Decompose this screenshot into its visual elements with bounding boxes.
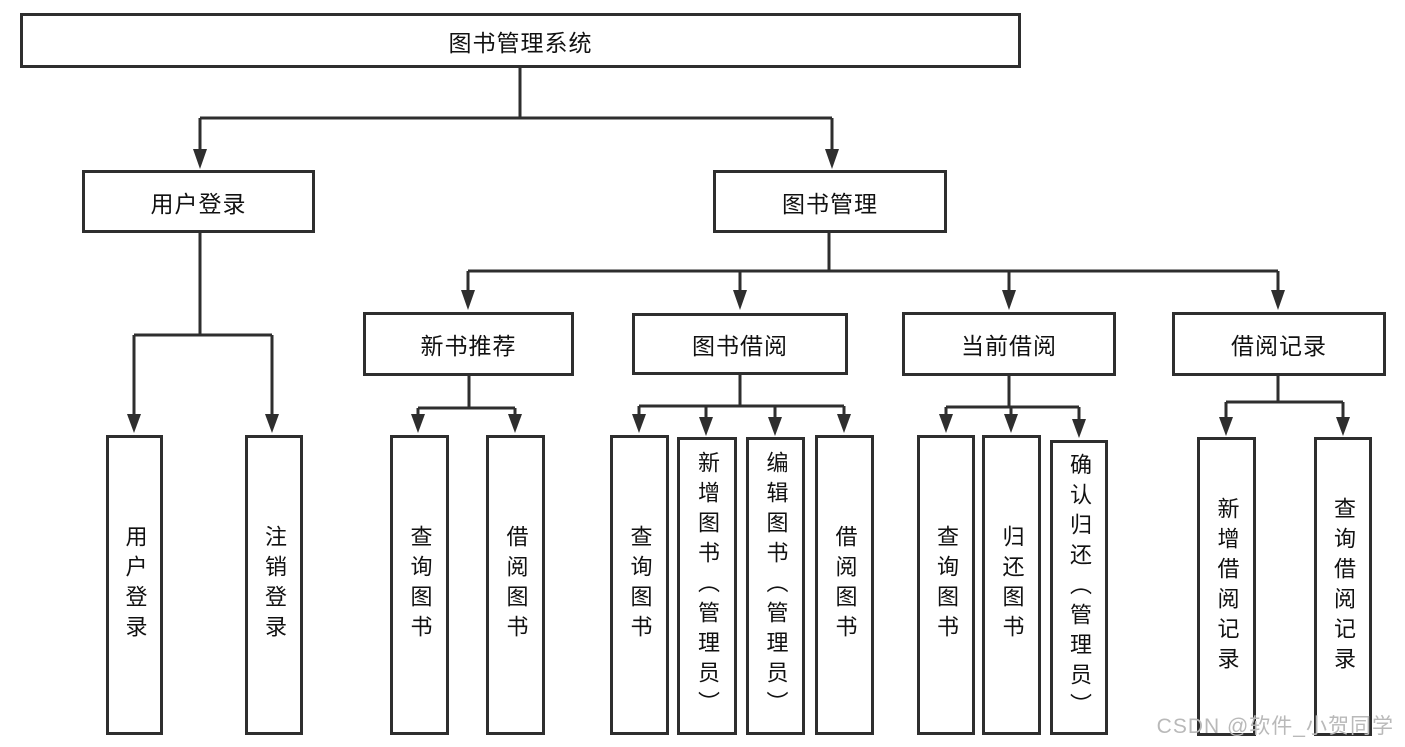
arrowhead-icon: [508, 414, 522, 433]
leaf-add-borrow-record: 新增借阅记录: [1197, 437, 1256, 736]
arrowhead-icon: [1271, 290, 1285, 310]
arrowhead-icon: [1002, 290, 1016, 310]
leaf-label: 查询借阅记录: [1331, 496, 1356, 677]
arrowhead-icon: [265, 414, 279, 433]
arrowhead-icon: [411, 414, 425, 433]
node-user-login: 用户登录: [82, 170, 315, 233]
leaf-label: 借阅图书: [503, 525, 529, 645]
leaf-label: 注销登录: [262, 525, 287, 645]
leaf-label: 新增图书（管理员）: [695, 451, 720, 721]
leaf-query-borrow-record: 查询借阅记录: [1314, 437, 1372, 736]
arrowhead-icon: [632, 414, 646, 433]
arrowhead-icon: [699, 417, 713, 436]
leaf-query-books-recommend: 查询图书: [390, 435, 449, 735]
arrowhead-icon: [939, 414, 953, 433]
arrowhead-icon: [1219, 417, 1233, 436]
leaf-borrow-books-recommend: 借阅图书: [486, 435, 545, 735]
arrowhead-icon: [768, 417, 782, 436]
arrowhead-icon: [127, 414, 141, 433]
arrowhead-icon: [1072, 419, 1086, 438]
leaf-label: 归还图书: [999, 525, 1025, 645]
leaf-edit-book-admin: 编辑图书（管理员）: [746, 437, 805, 735]
leaf-add-book-admin: 新增图书（管理员）: [677, 437, 737, 735]
leaf-borrow-books: 借阅图书: [815, 435, 874, 735]
connector-book-management-children: [461, 231, 1285, 310]
connector-root-to-level1: [193, 66, 839, 169]
arrowhead-icon: [461, 290, 475, 310]
leaf-label: 查询图书: [934, 525, 959, 645]
leaf-label: 确认归还（管理员）: [1067, 452, 1092, 723]
leaf-label: 用户登录: [122, 525, 148, 645]
connector-new-book-children: [411, 374, 522, 433]
csdn-watermark: CSDN @软件_小贺同学: [1156, 715, 1394, 738]
leaf-logout: 注销登录: [245, 435, 303, 735]
leaf-label: 借阅图书: [832, 525, 858, 645]
leaf-user-login: 用户登录: [106, 435, 163, 735]
connector-current-borrow-children: [939, 373, 1086, 438]
leaf-query-books-current: 查询图书: [917, 435, 975, 735]
node-book-management: 图书管理: [713, 170, 947, 233]
arrowhead-icon: [1004, 414, 1018, 433]
leaf-query-books-borrow: 查询图书: [610, 435, 669, 735]
arrowhead-icon: [193, 149, 207, 169]
node-current-borrowing: 当前借阅: [902, 312, 1116, 376]
leaf-label: 查询图书: [627, 525, 653, 645]
arrowhead-icon: [825, 149, 839, 169]
connector-book-borrow-children: [632, 373, 851, 436]
node-new-book-recommend: 新书推荐: [363, 312, 574, 376]
arrowhead-icon: [837, 414, 851, 433]
arrowhead-icon: [1336, 417, 1350, 436]
node-book-borrowing: 图书借阅: [632, 313, 848, 375]
node-library-system: 图书管理系统: [20, 13, 1021, 68]
leaf-label: 编辑图书（管理员）: [763, 451, 789, 721]
node-borrow-records: 借阅记录: [1172, 312, 1386, 376]
connector-borrow-records-children: [1219, 373, 1350, 436]
leaf-label: 新增借阅记录: [1214, 496, 1240, 677]
connector-user-login-children: [127, 231, 279, 433]
leaf-return-book: 归还图书: [982, 435, 1041, 735]
leaf-label: 查询图书: [407, 525, 433, 645]
arrowhead-icon: [733, 290, 747, 310]
leaf-confirm-return-admin: 确认归还（管理员）: [1050, 440, 1108, 735]
